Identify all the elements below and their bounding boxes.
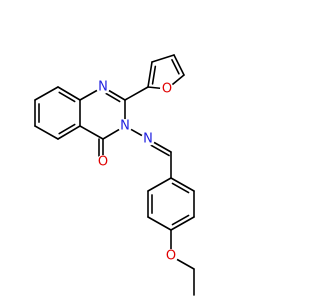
bond-b3-b4-inner — [58, 123, 76, 135]
bond-f3-f4 — [151, 54, 175, 63]
bond-b6-b1 — [34, 86, 59, 101]
bond-b5-b6 — [57, 86, 81, 101]
bond-b5-b6-inner — [58, 91, 76, 103]
bond-p1-p2-inner — [171, 182, 190, 194]
bond-f2-f3-inner — [151, 65, 157, 85]
atom-backdrop-N3 — [118, 119, 132, 133]
bond-p1-p2 — [170, 177, 195, 192]
atom-backdrop-Nimine — [141, 132, 155, 146]
bond-p6-p1 — [147, 177, 172, 192]
atom-label-Nimine: N — [143, 132, 153, 147]
bond-b3-b4 — [57, 125, 81, 140]
atom-backdrop-O_carbonyl — [96, 155, 110, 169]
bond-N1-C2-inner — [103, 91, 121, 103]
atom-label-O_ether: O — [166, 249, 176, 264]
atom-backdrop-O_furan — [160, 82, 174, 96]
bond-p3-p4-inner — [171, 214, 190, 226]
bond-p3-p4 — [170, 216, 195, 231]
atom-label-N3: N — [120, 119, 130, 134]
atom-backdrop-O_ether — [164, 249, 178, 263]
bond-f4-f5 — [173, 54, 185, 76]
bond-f2-f3 — [147, 61, 153, 88]
atom-label-O_carbonyl: O — [98, 155, 108, 170]
bond-C2-f2 — [124, 86, 149, 101]
bond-f4-f5-inner — [171, 58, 180, 75]
atom-label-O_furan: O — [162, 82, 172, 97]
atom-label-N1: N — [98, 80, 108, 95]
bond-b2-b3 — [34, 125, 59, 140]
bond-p4-p5 — [147, 216, 172, 231]
atom-backdrop-N1 — [96, 80, 110, 94]
bond-C4-b4 — [79, 125, 104, 140]
